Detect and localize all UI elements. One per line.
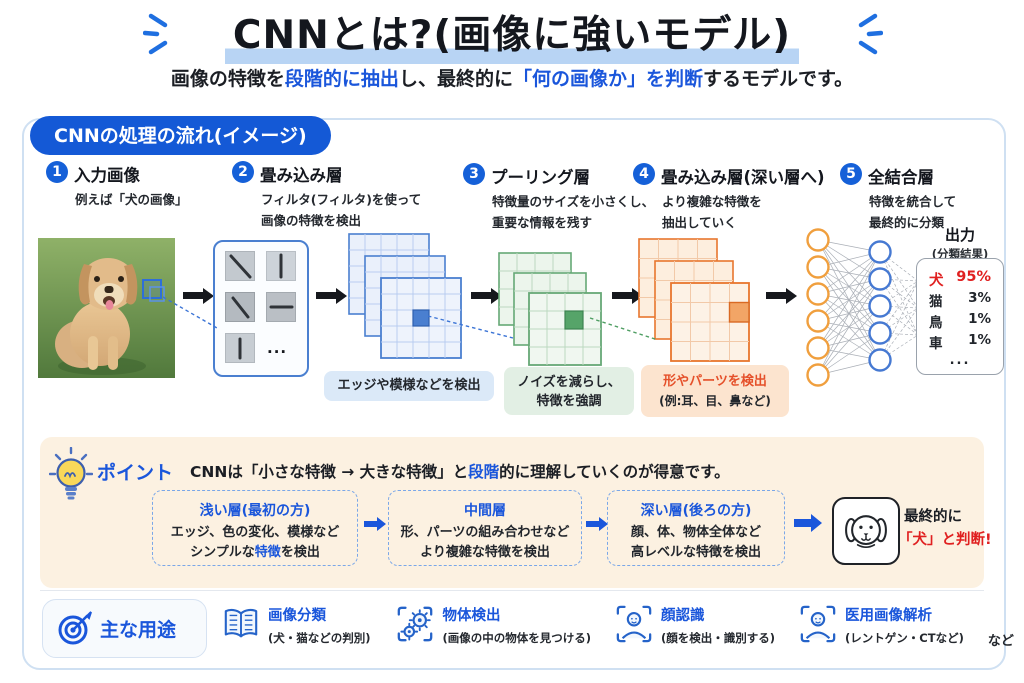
fully-connected-network (806, 228, 919, 387)
use-desc: (画像の中の物体を見つける) (442, 631, 592, 645)
flow-arrow (183, 292, 203, 299)
output-ellipsis: ... (949, 353, 971, 368)
filter-diagonal-icon (225, 292, 255, 322)
page-title-row: CNNとは?(画像に強いモデル) (0, 4, 1024, 64)
use-item-face-recognition: 顔認識 (顔を検出・識別する) (615, 604, 775, 646)
subtitle-highlight: 段階的に抽出 (284, 68, 399, 90)
middle-layer-title: 中間層 (464, 503, 506, 519)
point-arrow (586, 521, 599, 527)
shallow-layer-desc: エッジ、色の変化、模様など シンプルな特徴を検出 (170, 525, 340, 561)
final-judgement-line1: 最終的に (904, 509, 962, 525)
filter-vertical-icon (266, 251, 296, 281)
pooling-caption: ノイズを減らし、特徴を強調 (504, 367, 634, 415)
step-desc: より複雑な特徴を抽出していく (662, 194, 762, 230)
step-title: 畳み込み層(深い層へ) (661, 168, 825, 187)
step-title: 入力画像 (74, 166, 140, 185)
emphasis-lines-right-icon (858, 13, 883, 55)
flow-arrow (612, 292, 632, 299)
uses-header-box (42, 599, 207, 658)
deep-conv-layer-stack (638, 238, 750, 362)
step-title: 畳み込み層 (260, 166, 343, 185)
uses-suffix: など (987, 634, 1014, 649)
use-title: 顔認識 (661, 608, 705, 624)
subtitle-part: し、最終的に (398, 68, 513, 90)
dog-result-icon (832, 497, 900, 565)
step-title: プーリング層 (491, 168, 590, 187)
use-item-classification: 画像分類 (犬・猫などの判別) (222, 604, 371, 646)
subtitle-part: 画像の特徴を (170, 68, 285, 90)
conv-caption: エッジや模様などを検出 (324, 371, 494, 401)
step-number-badge: 1 (46, 161, 68, 183)
shallow-layer-box: 浅い層(最初の方) エッジ、色の変化、模様など シンプルな特徴を検出 (152, 490, 358, 566)
use-title: 画像分類 (268, 608, 326, 624)
flow-arrow (471, 292, 491, 299)
step-desc: 例えば「犬の画像」 (75, 192, 188, 207)
shallow-layer-title: 浅い層(最初の方) (199, 503, 311, 519)
use-desc: (犬・猫などの判別) (268, 631, 371, 645)
use-desc: (レントゲン・CTなど) (845, 631, 964, 645)
step-desc: 特徴を統合して最終的に分類 (869, 194, 957, 230)
use-desc: (顔を検出・識別する) (661, 631, 776, 645)
filter-diagonal-icon (225, 251, 255, 281)
medical-scan-icon (800, 605, 836, 643)
filter-vertical-icon (225, 333, 255, 363)
middle-layer-desc: 形、パーツの組み合わせなどより複雑な特徴を検出 (400, 525, 570, 561)
flow-arrow (766, 292, 786, 299)
page-title: CNNとは?(画像に強いモデル) (224, 4, 800, 64)
point-text: CNNは「小さな特徴 → 大きな特徴」と段階的に理解していくのが得意です。 (190, 463, 730, 481)
use-title: 医用画像解析 (845, 608, 933, 624)
final-judgement-line2: 「犬」と判断! (898, 532, 992, 548)
subtitle-highlight: 「何の画像か」を判断 (512, 68, 703, 90)
filters-ellipsis: ... (267, 339, 288, 357)
pooling-layer-stack (498, 252, 602, 366)
step-number-badge: 2 (232, 161, 254, 183)
flow-arrow (316, 292, 336, 299)
step-desc: フィルタ(フィルタ)を使って画像の特徴を検出 (261, 192, 422, 228)
step-number-badge: 3 (463, 163, 485, 185)
gears-icon (397, 606, 432, 642)
step-number-badge: 5 (840, 163, 862, 185)
middle-layer-box: 中間層 形、パーツの組み合わせなどより複雑な特徴を検出 (388, 490, 582, 566)
step-title: 全結合層 (868, 168, 934, 187)
input-dog-photo (38, 238, 175, 378)
section-divider (40, 590, 984, 591)
output-sublabel: (分類結果) (931, 247, 989, 261)
deep-layer-title: 深い層(後ろの方) (640, 503, 752, 519)
step-number-badge: 4 (633, 163, 655, 185)
point-arrow (364, 521, 377, 527)
page-subtitle: 画像の特徴を段階的に抽出し、最終的に「何の画像か」を判断するモデルです。 (0, 64, 1024, 91)
deep-layer-box: 深い層(後ろの方) 顔、体、物体全体など高レベルな特徴を検出 (607, 490, 785, 566)
deep-conv-caption: 形やパーツを検出(例:耳、目、鼻など) (641, 365, 789, 417)
emphasis-lines-left-icon (143, 13, 168, 55)
use-title: 物体検出 (442, 608, 501, 624)
conv-layer-stack (348, 233, 462, 359)
use-item-object-detection: 物体検出 (画像の中の物体を見つける) (395, 604, 592, 646)
lightbulb-icon (49, 447, 93, 500)
point-label: ポイント (97, 462, 174, 484)
filter-horizontal-icon (266, 292, 296, 322)
deep-layer-desc: 顔、体、物体全体など高レベルな特徴を検出 (630, 525, 761, 561)
target-icon (58, 611, 92, 645)
use-item-medical-imaging: 医用画像解析 (レントゲン・CTなど) (799, 604, 964, 646)
subtitle-part: するモデルです。 (702, 68, 854, 90)
step-desc: 特徴量のサイズを小さくし、重要な情報を残す (492, 194, 655, 230)
point-section (40, 437, 984, 588)
panel-heading: CNNの処理の流れ(イメージ) (30, 116, 331, 155)
face-scan-icon (616, 605, 652, 643)
uses-label: 主な用途 (100, 619, 177, 641)
uses-row: 画像分類 (犬・猫などの判別) (222, 604, 1014, 649)
filter-bank-panel: ... (213, 240, 309, 377)
dog-face-icon (845, 515, 887, 549)
point-arrow-final (794, 519, 811, 527)
output-label: 出力 (分類結果) (931, 226, 989, 261)
book-icon (224, 608, 258, 638)
